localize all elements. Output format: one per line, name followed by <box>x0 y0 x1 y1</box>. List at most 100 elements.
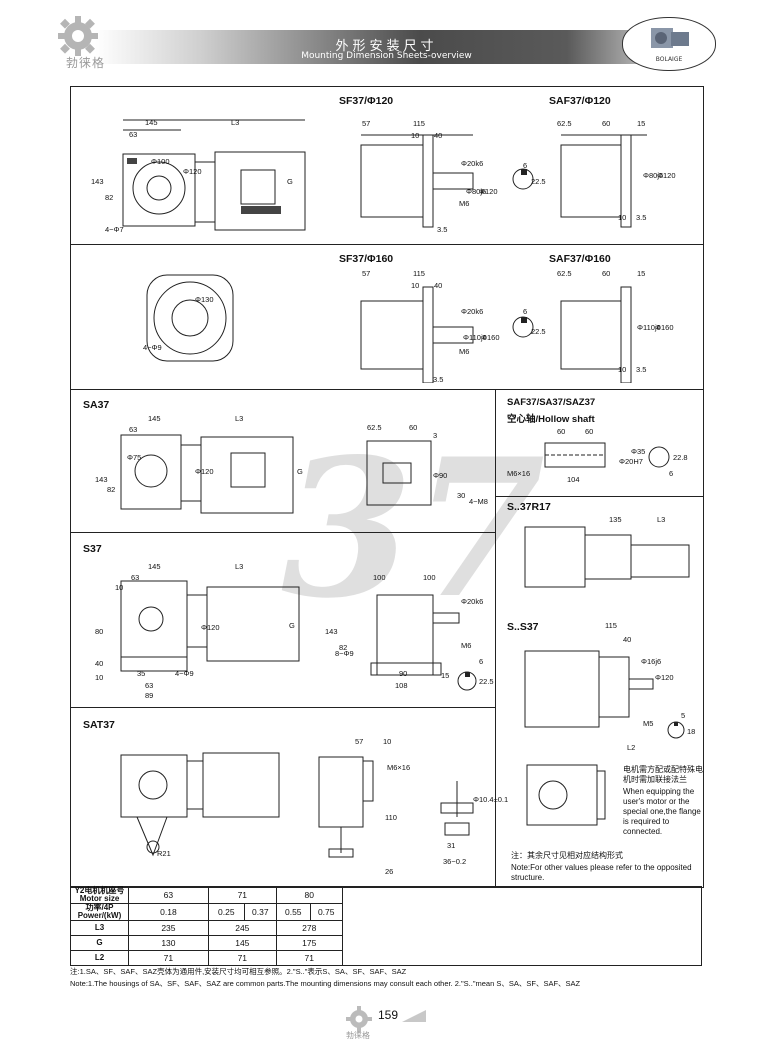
dim-phi90: Φ90 <box>433 471 448 480</box>
dim-M6: M6 <box>459 199 470 208</box>
dim-phi160-b: Φ160 <box>655 323 674 332</box>
dim-10: 10 <box>411 131 420 140</box>
dim-L3-d: L3 <box>235 562 244 571</box>
dim-M6x16-b: M6×16 <box>387 763 411 772</box>
drawing-s37-front <box>370 594 460 676</box>
dim-3_5-d: 3.5 <box>636 365 647 374</box>
dim-6-b: 6 <box>523 307 528 316</box>
dim-phi120-a: Φ120 <box>183 167 202 176</box>
dim-M5: M5 <box>643 719 654 728</box>
dim-G-c: G <box>289 621 295 630</box>
dim-62_5-c: 62.5 <box>367 423 382 432</box>
drawing-flange-160 <box>146 274 234 362</box>
drawing-l2-flange <box>526 764 606 826</box>
dim-30: 30 <box>457 491 466 500</box>
page-number: 159 <box>378 1008 399 1022</box>
drawing-torque-arm <box>440 781 474 836</box>
dim-10-d: 10 <box>618 365 627 374</box>
dim-3_5-c: 3.5 <box>433 375 444 384</box>
dim-G-b: G <box>297 467 303 476</box>
motor-size-80: 80 <box>275 886 343 904</box>
note-other-en: Note:For other values please refer to th… <box>511 863 692 882</box>
dim-62_5-b: 62.5 <box>557 269 572 278</box>
cell: 175 <box>275 935 343 951</box>
dim-L3-b: L3 <box>235 414 244 423</box>
dim-40-c: 40 <box>95 659 104 668</box>
page-title-cn: 外形安装尺寸 <box>335 39 438 54</box>
dim-60-d: 60 <box>557 427 566 436</box>
dim-62_5: 62.5 <box>557 119 572 128</box>
drawing-sa37-side <box>120 434 294 514</box>
dim-22_5-b: 22.5 <box>531 327 546 336</box>
badge-label: BOLAIGE <box>655 56 683 63</box>
dim-108: 108 <box>395 681 408 690</box>
dim-63-c: 63 <box>131 573 140 582</box>
label-saf37-120: SAF37/Φ120 <box>549 95 611 107</box>
dim-115-c: 115 <box>605 621 617 630</box>
drawing-key-section-d <box>667 721 685 739</box>
drawing-hollow-shaft <box>544 442 606 468</box>
drawing-key-section <box>512 168 534 190</box>
cell: 71 <box>127 950 209 966</box>
brand-badge: BOLAIGE <box>622 17 716 71</box>
footnote-en: Note:1.The housings of SA、SF、SAF、SAZ are… <box>70 979 581 988</box>
dim-22_5: 22.5 <box>531 177 546 186</box>
cell: 71 <box>207 950 277 966</box>
power-cell: 0.75 <box>309 903 343 921</box>
dim-82-b: 82 <box>107 485 116 494</box>
dim-phi20k6-b: Φ20k6 <box>461 307 484 316</box>
spec-table: Y2电机机座号 Motor size 63 71 80 功率/4P Power/… <box>70 886 703 966</box>
dim-G: G <box>287 177 293 186</box>
power-cell: 0.25 <box>207 903 245 921</box>
dim-L3-c: L3 <box>657 515 666 524</box>
header-banner <box>95 30 685 64</box>
cell: 71 <box>275 950 343 966</box>
watermark-number: 37 <box>281 417 546 640</box>
dim-18: 18 <box>687 727 696 736</box>
label-sf37-120: SF37/Φ120 <box>339 95 394 107</box>
dim-4M8: 4−M8 <box>469 497 488 506</box>
note-other-cn: 注：其余尺寸见相对应结构形式 <box>511 851 623 860</box>
dim-10-g: 10 <box>383 737 392 746</box>
gearbox-icon <box>651 28 689 48</box>
dim-phi120-e: Φ120 <box>201 623 220 632</box>
table-blank <box>341 886 703 966</box>
dim-phi16j6: Φ16j6 <box>641 657 662 666</box>
dim-3: 3 <box>433 431 438 440</box>
dim-phi20k6: Φ20k6 <box>461 159 484 168</box>
dim-15-b: 15 <box>637 269 646 278</box>
drawing-sf37-side <box>122 119 306 231</box>
dim-4phi7: 4−Φ7 <box>105 225 124 234</box>
dim-90: 90 <box>399 669 408 678</box>
dim-57: 57 <box>362 119 371 128</box>
dim-40: 40 <box>434 131 443 140</box>
row-label-L3: L3 <box>70 920 129 936</box>
motor-size-63: 63 <box>127 886 209 904</box>
dim-115-b: 115 <box>413 269 425 278</box>
dim-82: 82 <box>105 193 114 202</box>
page-header: 勃徕格 外形安装尺寸 Mounting Dimension Sheets-ove… <box>0 0 773 82</box>
dim-phi160: Φ160 <box>481 333 500 342</box>
dim-phi20H7: Φ20H7 <box>619 457 643 466</box>
dim-R21: R21 <box>157 849 171 858</box>
table-row: G 130 145 175 <box>70 935 702 951</box>
dim-145: 145 <box>145 118 158 127</box>
dim-60-e: 60 <box>585 427 594 436</box>
dim-phi80j6-b: Φ80j6 <box>643 171 664 180</box>
drawing-sheet: 37 SF37/Φ120 SAF37/Φ120 145 L3 63 143 82… <box>70 86 704 888</box>
drawing-saf37-160 <box>560 286 632 383</box>
drawing-s37-side <box>120 580 300 672</box>
dim-L3: L3 <box>231 118 240 127</box>
dim-6-d: 6 <box>479 657 484 666</box>
dim-10-e: 10 <box>115 583 124 592</box>
dim-145-b: 145 <box>148 414 161 423</box>
dim-phi35: Φ35 <box>631 447 646 456</box>
dim-36: 36−0.2 <box>443 857 467 866</box>
dim-135: 135 <box>609 515 622 524</box>
cell: 245 <box>207 920 277 936</box>
dim-10-b: 10 <box>618 213 627 222</box>
row-label-G: G <box>70 935 129 951</box>
footer-brand: 勃徕格 <box>346 1031 370 1040</box>
power-cell: 0.55 <box>275 903 311 921</box>
dim-3_5: 3.5 <box>437 225 448 234</box>
